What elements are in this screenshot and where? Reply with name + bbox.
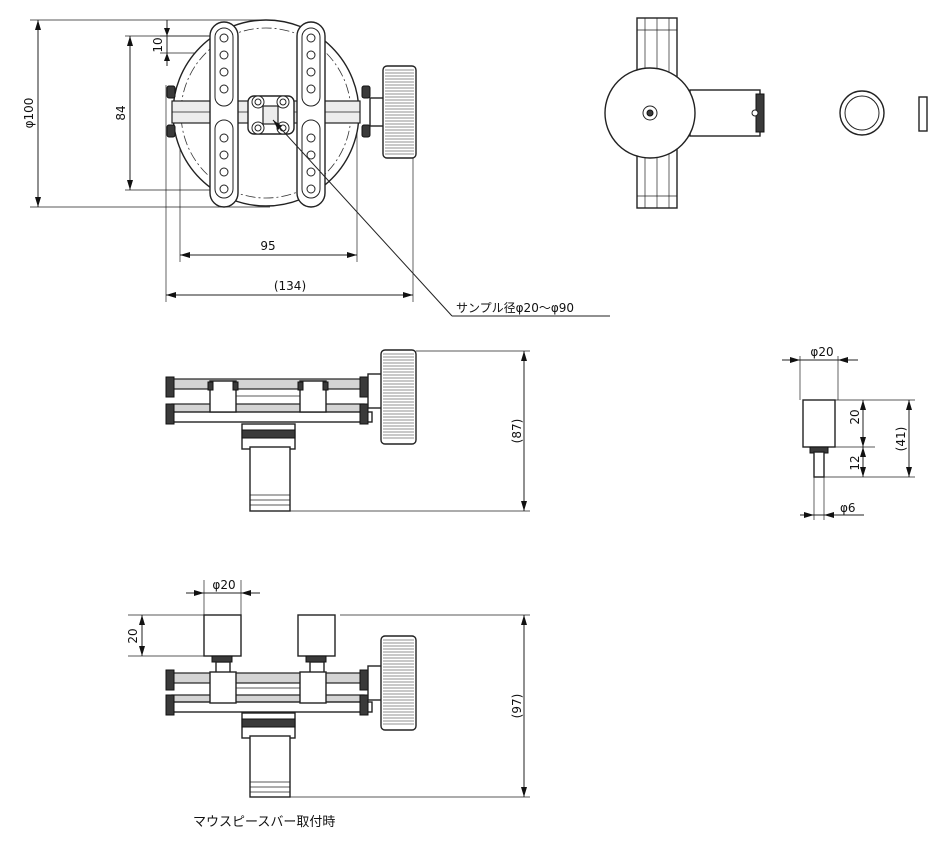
dim-10: 10 [151, 37, 165, 52]
top-view: φ100 84 10 95 (134) サンプル径φ20～φ90 [22, 19, 610, 317]
sample-pin-detail: φ20 20 12 (41) φ6 [782, 345, 915, 520]
dim-97: (97) [510, 694, 524, 719]
dim-87: (87) [510, 419, 524, 444]
dim-84: 84 [114, 105, 128, 120]
dim-95: 95 [260, 239, 275, 253]
dim-pin-h12: 12 [848, 455, 862, 470]
dim-pin-h41: (41) [894, 427, 908, 452]
ring-view [839, 90, 885, 136]
dim-pin-h20: 20 [848, 409, 862, 424]
front-view: (87) [165, 349, 530, 512]
dim-ms-h20: 20 [126, 628, 140, 643]
dim-pin-dia20: φ20 [810, 345, 833, 359]
dim-134: (134) [274, 279, 306, 293]
dim-ms-dia20: φ20 [212, 578, 235, 592]
mouthpiece-caption: マウスピースバー取付時 [193, 815, 335, 830]
right-side-view [604, 17, 765, 209]
dim-dia100: φ100 [22, 98, 36, 129]
disc-edge-view [918, 96, 928, 132]
sample-diameter-label: サンプル径φ20～φ90 [456, 301, 574, 315]
dim-pin-dia6: φ6 [840, 501, 856, 515]
mouthpiece-bar-view: φ20 20 (97) [126, 578, 530, 830]
